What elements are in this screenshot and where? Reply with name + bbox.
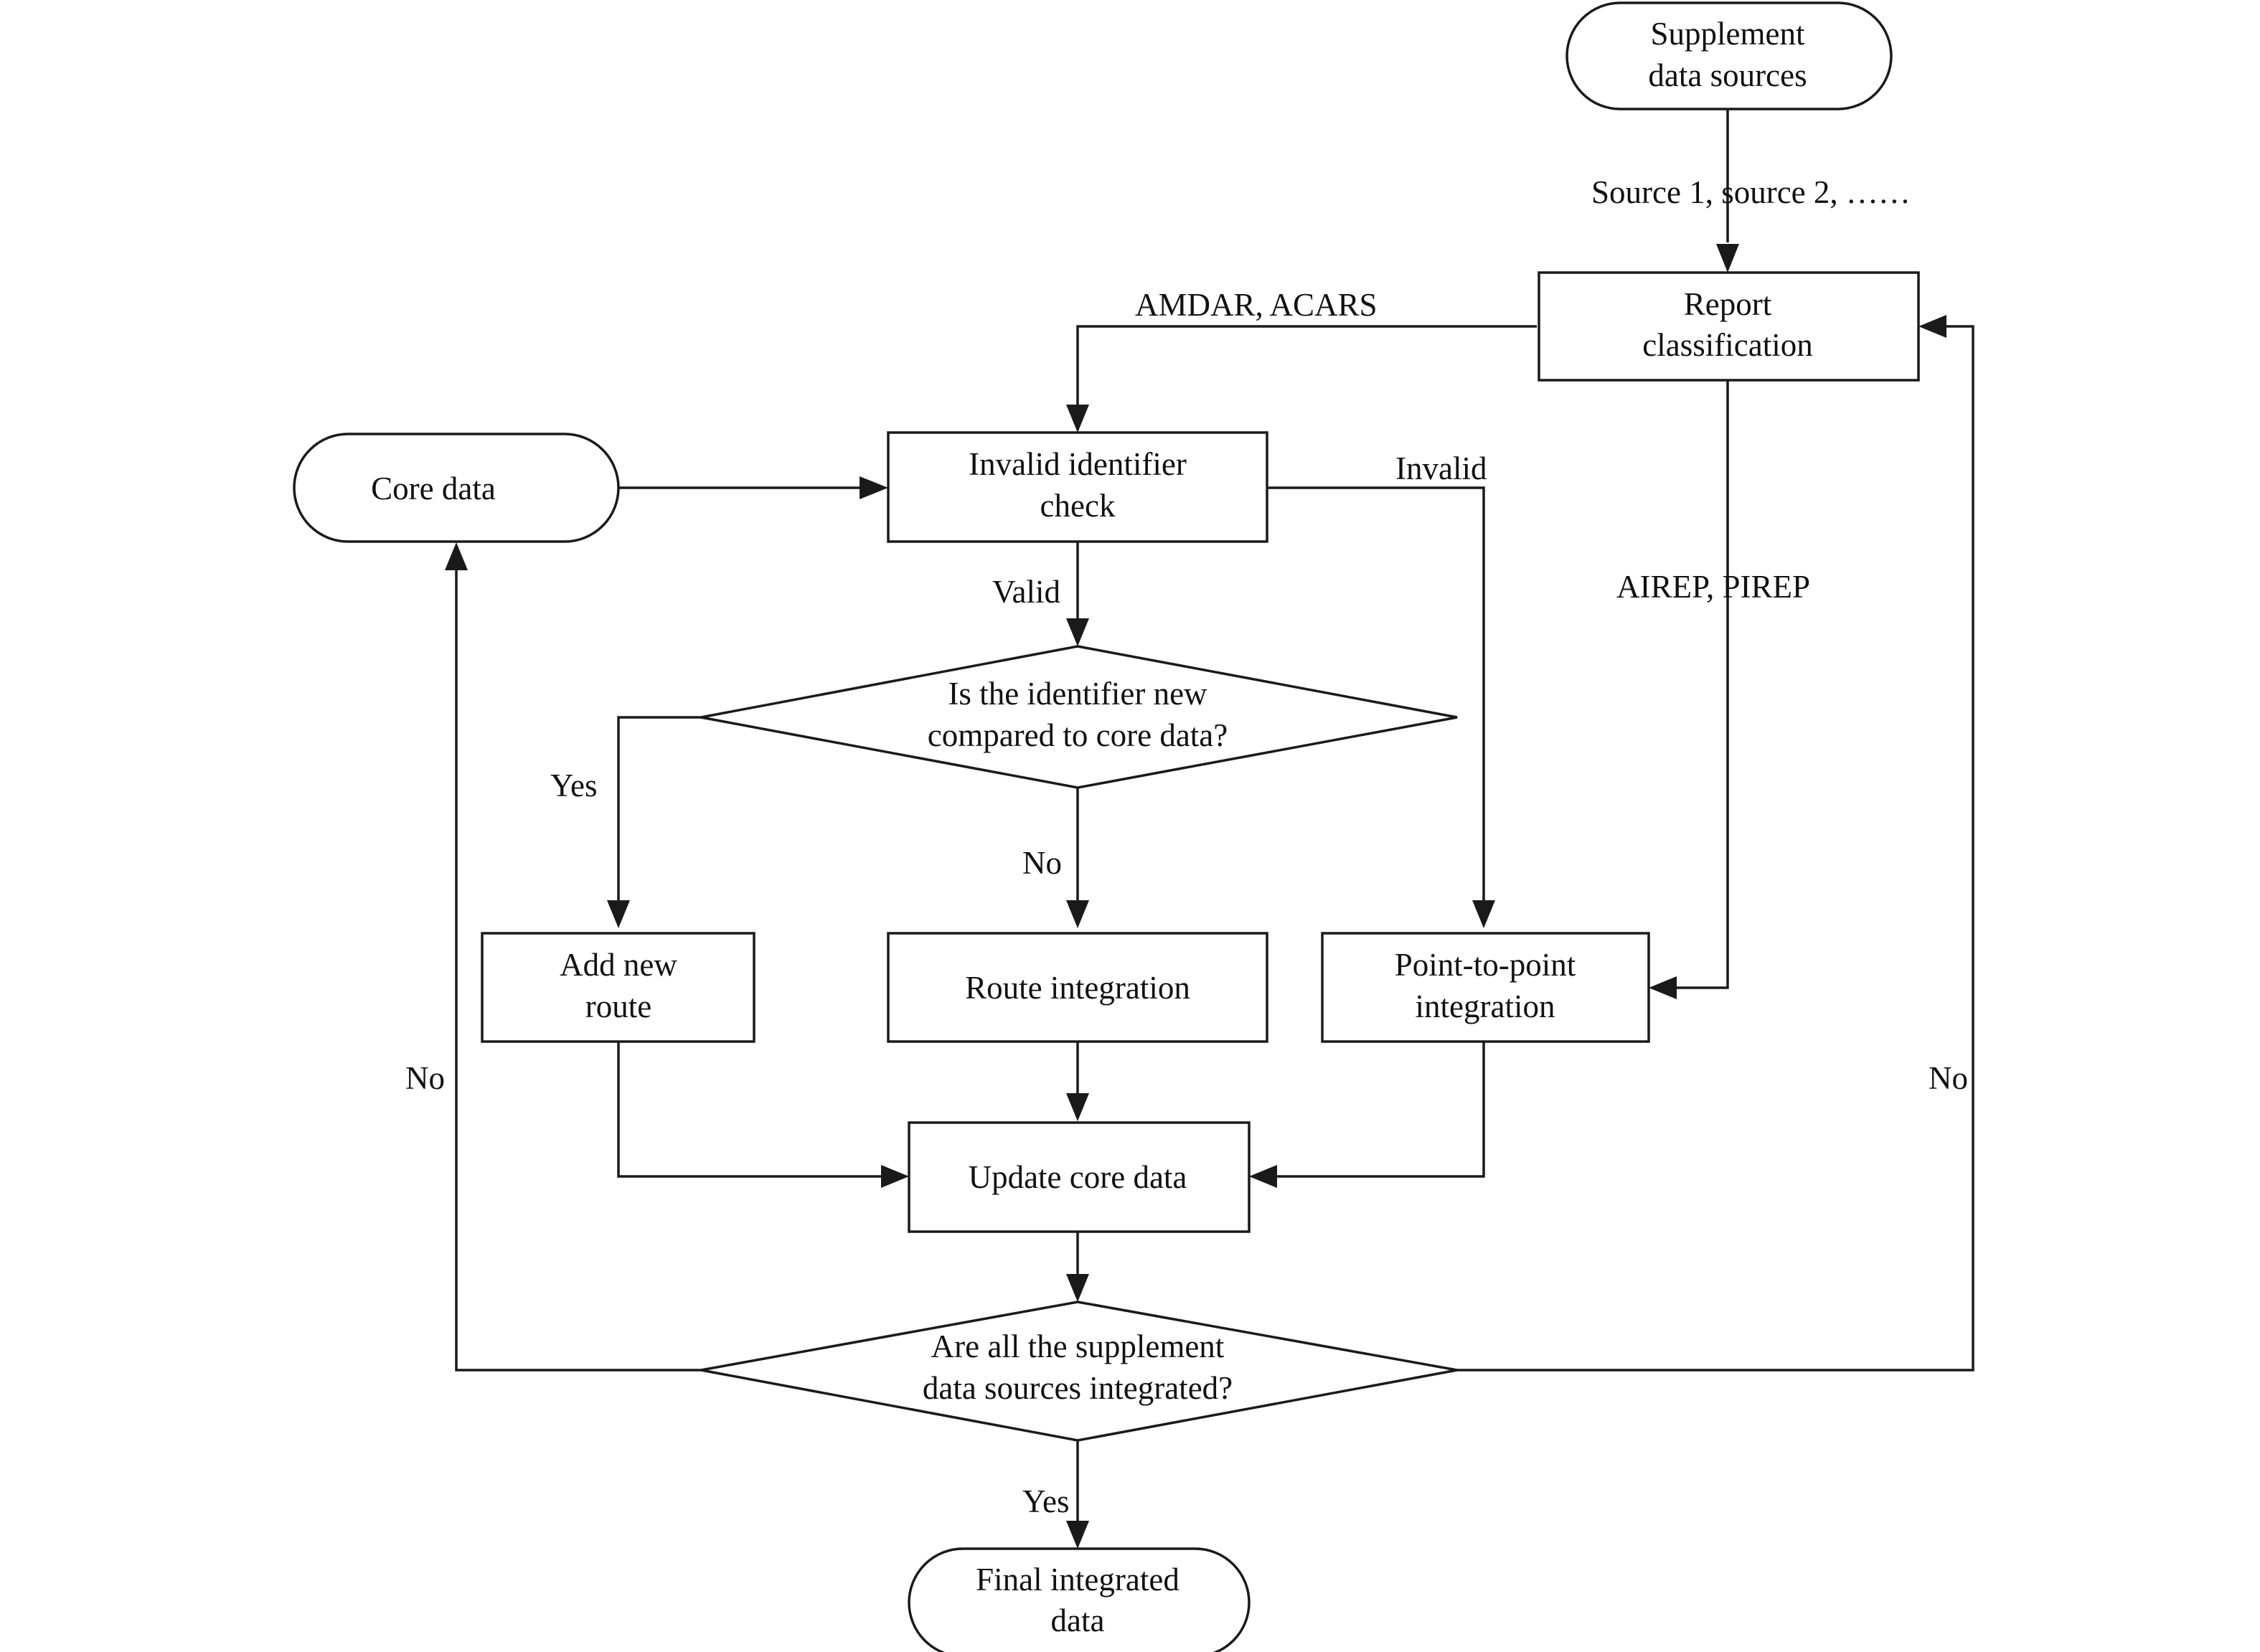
arrowhead	[1066, 1093, 1089, 1121]
edge-report-to-invalid-check	[1076, 325, 1537, 405]
connectors	[445, 109, 1974, 1549]
arrowhead	[860, 476, 888, 499]
node-label-line: Invalid identifier	[969, 446, 1187, 482]
edge-label-no-left: No	[405, 1060, 445, 1096]
node-supplement-data-sources: Supplement data sources	[1565, 1, 1893, 110]
node-label-line: classification	[1642, 327, 1812, 363]
node-label-line: data sources	[1648, 57, 1807, 93]
arrowhead	[1918, 315, 1946, 338]
process-shape	[481, 932, 755, 1043]
node-label-line: Update core data	[969, 1159, 1187, 1195]
node-label: Supplement	[1651, 16, 1805, 52]
process-shape	[887, 431, 1268, 543]
node-label: route	[585, 988, 651, 1024]
node-label: Route integration	[965, 970, 1190, 1006]
node-label: data sources integrated?	[923, 1370, 1233, 1406]
edge-label-no-new: No	[1022, 845, 1062, 881]
arrowhead	[1066, 1521, 1089, 1549]
node-label: Point-to-point	[1395, 947, 1576, 983]
node-label-line: Point-to-point	[1395, 947, 1576, 983]
edge-labels: Source 1, source 2, …… AMDAR, ACARS Inva…	[405, 174, 1968, 1519]
edge-all-integrated-to-core	[455, 570, 701, 1372]
node-label: Core data	[371, 471, 496, 506]
terminal-shape	[1565, 1, 1893, 110]
node-label: Report	[1684, 286, 1772, 322]
node-label: Is the identifier new	[948, 676, 1207, 712]
arrowhead	[607, 900, 630, 928]
node-label-line: compared to core data?	[928, 717, 1228, 753]
edge-label-yes-final: Yes	[1022, 1483, 1069, 1519]
node-label: Update core data	[969, 1159, 1187, 1195]
node-label: integration	[1416, 988, 1555, 1024]
node-final-integrated-data: Final integrated data	[908, 1547, 1251, 1652]
node-label: classification	[1642, 327, 1812, 363]
edge-label-airep-pirep: AIREP, PIREP	[1616, 569, 1810, 605]
arrowhead	[1249, 1165, 1277, 1188]
process-shape	[1538, 271, 1920, 382]
node-core-data: Core data	[293, 433, 620, 543]
node-all-sources-integrated: Are all the supplement data sources inte…	[700, 1301, 1458, 1442]
node-label-line: data	[1051, 1603, 1105, 1638]
edge-label-no-right: No	[1929, 1060, 1968, 1096]
node-label-line: route	[585, 988, 651, 1024]
arrowhead	[1066, 1274, 1089, 1302]
edge-is-new-to-add-route	[617, 716, 701, 900]
node-label-line: Route integration	[965, 970, 1190, 1006]
arrowhead	[881, 1165, 909, 1188]
node-label: Final integrated	[976, 1562, 1180, 1597]
terminal-shape	[293, 433, 620, 543]
process-shape	[908, 1121, 1251, 1233]
node-label-line: Report	[1684, 286, 1772, 322]
node-label: Add new	[560, 947, 677, 983]
node-route-integration: Route integration	[887, 932, 1268, 1043]
decision-shape	[700, 645, 1458, 789]
terminal-shape	[908, 1547, 1251, 1652]
node-label-line: integration	[1416, 988, 1555, 1024]
node-label-line: check	[1040, 488, 1116, 524]
node-report-classification: Report classification	[1538, 271, 1920, 382]
node-update-core-data: Update core data	[908, 1121, 1251, 1233]
decision-shape	[700, 1301, 1458, 1442]
arrowhead	[1716, 244, 1739, 273]
node-label: Are all the supplement	[931, 1328, 1225, 1364]
arrowhead	[1066, 405, 1089, 433]
node-label-line: Final integrated	[976, 1562, 1180, 1597]
process-shape	[1321, 932, 1650, 1043]
edge-label-amdar-acars: AMDAR, ACARS	[1135, 287, 1378, 323]
node-label: Invalid identifier	[969, 446, 1187, 482]
node-label-line: Supplement	[1651, 16, 1805, 52]
node-invalid-identifier-check: Invalid identifier check	[887, 431, 1268, 543]
node-label-line: Is the identifier new	[948, 676, 1207, 712]
edge-p2p-to-update	[1277, 1042, 1485, 1178]
node-label-line: Core data	[371, 471, 496, 506]
edge-label-sources: Source 1, source 2, ……	[1591, 174, 1911, 210]
arrowhead	[1066, 900, 1089, 928]
edge-add-route-to-update	[617, 1042, 881, 1178]
node-point-to-point-integration: Point-to-point integration	[1321, 932, 1650, 1043]
arrowhead	[1649, 976, 1677, 999]
node-label: check	[1040, 488, 1116, 524]
node-label: data	[1051, 1603, 1105, 1638]
edge-report-to-p2p	[1677, 380, 1729, 989]
arrowhead	[1472, 900, 1495, 928]
process-shape	[887, 932, 1268, 1043]
node-label-line: Add new	[560, 947, 677, 983]
node-add-new-route: Add new route	[481, 932, 755, 1043]
node-label: data sources	[1648, 57, 1807, 93]
arrowhead	[1066, 618, 1089, 646]
edge-label-yes-new: Yes	[550, 768, 597, 803]
edge-invalid-check-to-p2p	[1267, 486, 1485, 900]
node-label-line: Are all the supplement	[931, 1328, 1225, 1364]
edge-label-invalid: Invalid	[1395, 450, 1487, 486]
edge-all-integrated-to-report	[1457, 325, 1974, 1372]
node-label-line: data sources integrated?	[923, 1370, 1233, 1406]
arrowhead	[445, 542, 468, 570]
edge-label-valid: Valid	[992, 574, 1060, 610]
node-label: compared to core data?	[928, 717, 1228, 753]
node-is-identifier-new: Is the identifier new compared to core d…	[700, 645, 1458, 789]
